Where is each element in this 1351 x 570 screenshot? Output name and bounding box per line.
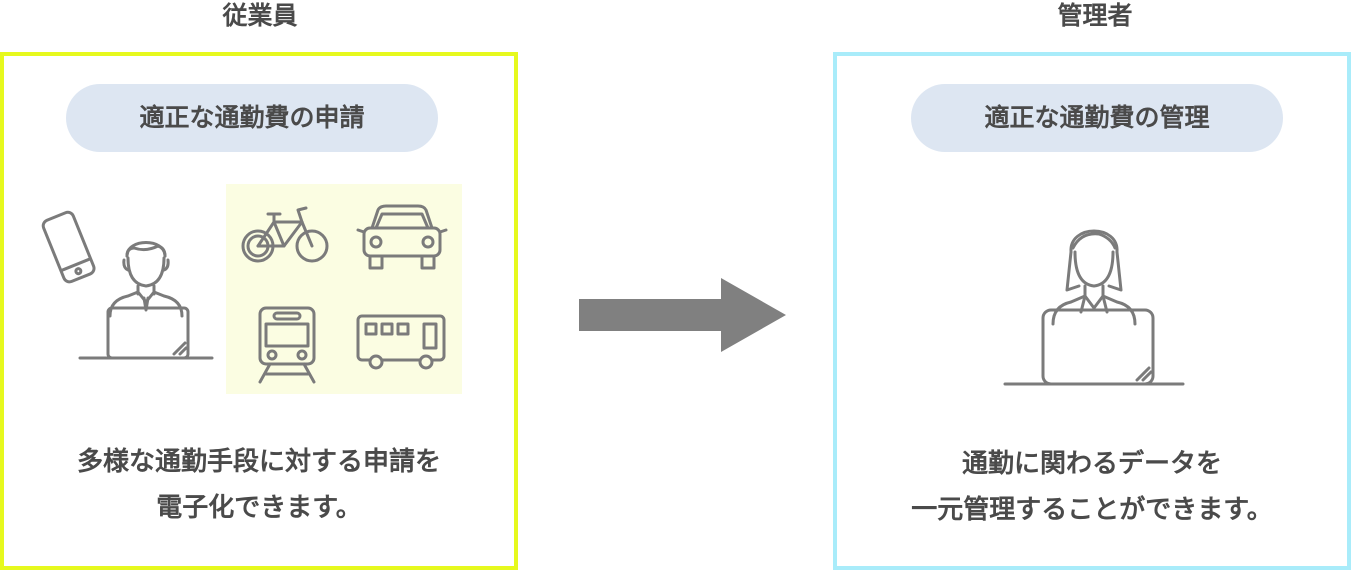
- employee-heading: 従業員: [222, 1, 298, 30]
- manager-pill: 適正な通勤費の管理: [911, 84, 1283, 152]
- manager-panel: 適正な通勤費の管理 通勤に関わるデータを 一元管理することができます。: [833, 52, 1351, 570]
- employee-panel: 適正な通勤費の申請: [0, 52, 518, 570]
- employee-pill: 適正な通勤費の申請: [66, 84, 438, 152]
- manager-description: 通勤に関わるデータを 一元管理することができます。: [837, 441, 1347, 533]
- arrow-right-icon: [579, 278, 786, 352]
- train-icon: [252, 304, 322, 384]
- bicycle-icon: [240, 204, 330, 266]
- car-icon: [356, 202, 448, 272]
- manager-heading: 管理者: [1057, 1, 1133, 30]
- office-worker-icon: [74, 228, 216, 360]
- manager-description-line-2: 一元管理することができます。: [911, 495, 1273, 525]
- employee-description: 多様な通勤手段に対する申請を 電子化できます。: [4, 439, 514, 531]
- manager-description-line-1: 通勤に関わるデータを: [961, 449, 1222, 479]
- bus-icon: [354, 312, 448, 376]
- employee-description-line-1: 多様な通勤手段に対する申請を: [76, 447, 441, 477]
- smartphone-icon: [36, 208, 102, 288]
- employee-description-line-2: 電子化できます。: [156, 493, 362, 523]
- manager-at-laptop-icon: [1003, 212, 1185, 386]
- transport-box: [226, 184, 462, 394]
